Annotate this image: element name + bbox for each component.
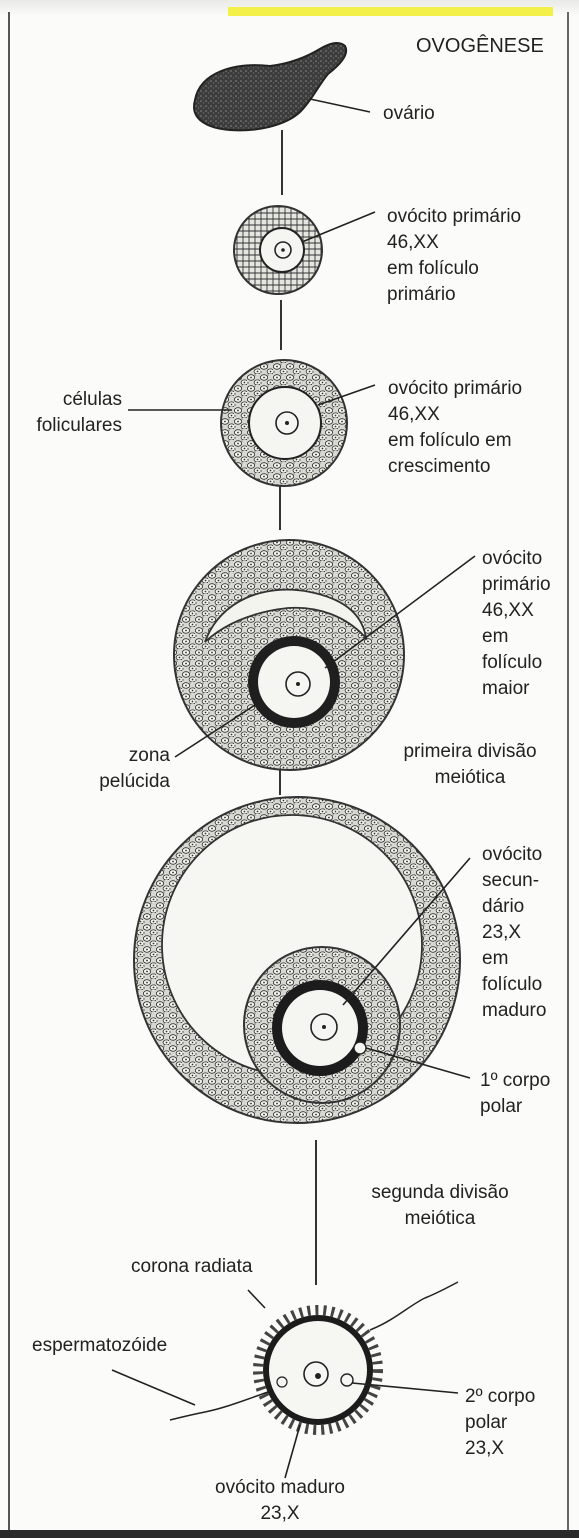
label-first-polar-body: 1º corpo polar (480, 1068, 550, 1120)
label-second-meiotic-division: segunda divisão meiótica (340, 1180, 540, 1232)
mature-follicle-drawing (134, 797, 460, 1123)
label-follicular-cells: células foliculares (10, 387, 122, 439)
label-primary-oocyte-primary-follicle: ovócito primário 46,XX em folículo primá… (387, 204, 521, 308)
label-secondary-oocyte: ovócito secun- dário 23,X em folículo ma… (482, 842, 546, 1024)
label-second-polar-body: 2º corpo polar 23,X (465, 1384, 535, 1462)
label-first-meiotic-division: primeira divisão meiótica (370, 739, 570, 791)
label-ovary: ovário (383, 101, 435, 127)
label-spermatozoon: espermatozóide (32, 1333, 167, 1359)
mature-oocyte-drawing (170, 1282, 458, 1430)
diagram-title: OVOGÊNESE (416, 33, 544, 59)
label-primary-oocyte-larger-follicle: ovócito primário 46,XX em folículo maior (482, 546, 551, 702)
label-zona-pellucida: zona pelúcida (60, 743, 170, 795)
growing-follicle-drawing (221, 360, 347, 486)
label-corona-radiata: corona radiata (131, 1254, 252, 1280)
label-mature-oocyte: ovócito maduro 23,X (180, 1475, 380, 1527)
label-primary-oocyte-growing-follicle: ovócito primário 46,XX em folículo em cr… (388, 376, 522, 480)
primary-follicle-drawing (234, 206, 322, 294)
ovary-drawing (194, 43, 346, 130)
